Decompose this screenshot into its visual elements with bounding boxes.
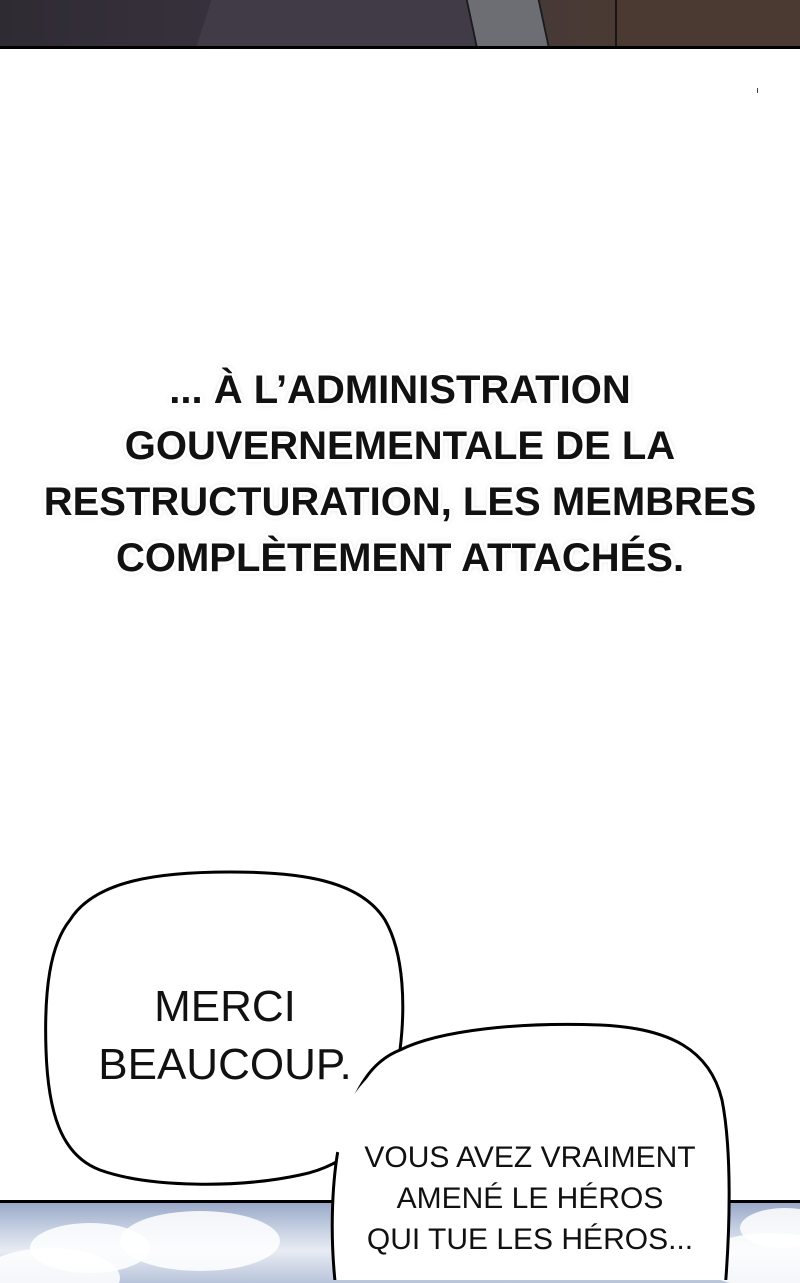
bubble-line: VOUS AVEZ VRAIMENT bbox=[364, 1141, 696, 1174]
narration-line: COMPLÈTEMENT ATTACHÉS. bbox=[115, 536, 685, 580]
stray-mark bbox=[757, 88, 758, 93]
top-comic-panel bbox=[0, 0, 800, 49]
speech-bubble-1-text: MERCI BEAUCOUP. bbox=[85, 978, 365, 1094]
bubble-line: AMENÉ LE HÉROS bbox=[396, 1182, 664, 1215]
narration-line: GOUVERNEMENTALE DE LA bbox=[124, 424, 676, 468]
cloud bbox=[120, 1211, 280, 1271]
bubble-line: QUI TUE LES HÉROS... bbox=[366, 1223, 694, 1256]
panel-wall-shape bbox=[615, 0, 800, 46]
narration-line: RESTRUCTURATION, LES MEMBRES bbox=[43, 480, 757, 524]
bubble-line: BEAUCOUP. bbox=[98, 1040, 352, 1089]
narration-caption: ... À L’ADMINISTRATION GOUVERNEMENTALE D… bbox=[20, 362, 780, 586]
bubble-2-overlap-cover bbox=[330, 1052, 404, 1170]
bubble-line: MERCI bbox=[154, 982, 296, 1031]
speech-bubble-2-text: VOUS AVEZ VRAIMENT AMENÉ LE HÉROS QUI TU… bbox=[350, 1137, 710, 1260]
narration-line: ... À L’ADMINISTRATION bbox=[169, 368, 631, 412]
